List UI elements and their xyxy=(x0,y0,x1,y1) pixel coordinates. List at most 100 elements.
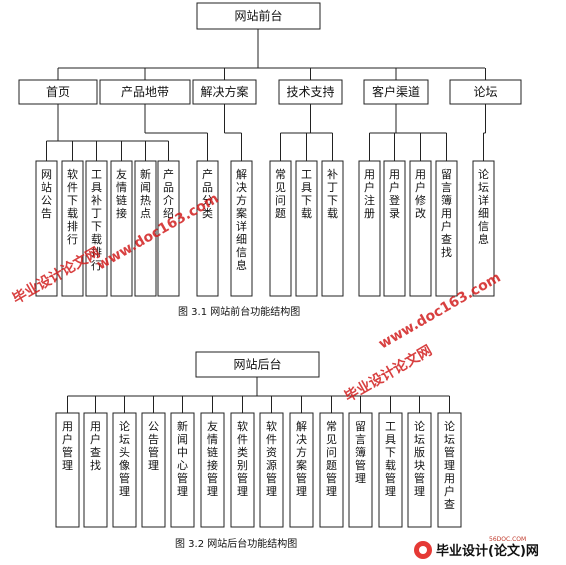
backend-feature-label: 论坛管理用户查 xyxy=(444,419,455,511)
backend-feature-box xyxy=(170,412,195,528)
backend-feature-char: 友 xyxy=(207,419,218,433)
feature-char: 产 xyxy=(163,167,174,181)
backend-feature-char: 找 xyxy=(90,458,101,472)
backend-feature-char: 户 xyxy=(62,432,73,446)
feature-box xyxy=(61,160,84,297)
backend-feature-char: 接 xyxy=(207,459,218,472)
backend-feature-char: 管 xyxy=(355,458,366,472)
backend-feature-char: 管 xyxy=(326,471,337,485)
feature-label: 论坛详细信息 xyxy=(478,167,489,246)
frontend-root-box xyxy=(196,2,321,30)
feature-char: 载 xyxy=(67,207,78,220)
feature-char: 册 xyxy=(364,207,375,220)
feature-char: 用 xyxy=(415,168,426,181)
feature-char: 品 xyxy=(163,181,174,194)
feature-label: 用户修改 xyxy=(415,168,426,220)
group-5-box xyxy=(449,79,522,105)
backend-root-box xyxy=(195,351,320,378)
backend-feature-box xyxy=(437,412,462,528)
feature-char: 链 xyxy=(116,193,127,207)
backend-feature-char: 论 xyxy=(119,419,130,433)
feature-char: 网 xyxy=(41,168,52,181)
feature-char: 具 xyxy=(301,181,312,194)
feature-box xyxy=(196,160,219,297)
backend-feature-box xyxy=(230,412,255,528)
backend-feature-char: 理 xyxy=(296,485,307,498)
backend-feature-label: 常见问题管理 xyxy=(326,420,337,498)
feature-char: 分 xyxy=(202,194,213,207)
feature-char: 软 xyxy=(67,167,78,181)
feature-char: 友 xyxy=(116,167,127,181)
feature-char: 下 xyxy=(301,194,312,207)
backend-feature-char: 闻 xyxy=(177,432,188,446)
feature-char: 息 xyxy=(236,258,247,272)
feature-box xyxy=(321,160,344,297)
feature-box xyxy=(269,160,292,297)
feature-box xyxy=(472,160,495,297)
feature-char: 论 xyxy=(478,167,489,181)
backend-root-label: 网站后台 xyxy=(233,357,281,372)
backend-feature-char: 管 xyxy=(414,471,425,485)
feature-label: 常见问题 xyxy=(275,168,286,220)
backend-feature-char: 理 xyxy=(414,485,425,498)
backend-feature-char: 坛 xyxy=(414,433,425,446)
group-2-box xyxy=(192,79,257,105)
backend-structure-diagram: 网站后台用户管理用户查找论坛头像管理公告管理新闻中心管理友情链接管理软件类别管理… xyxy=(55,351,462,550)
backend-feature-char: 理 xyxy=(326,485,337,498)
backend-feature-char: 软 xyxy=(237,419,248,433)
backend-feature-char: 管 xyxy=(119,471,130,485)
backend-feature-char: 论 xyxy=(444,419,455,433)
backend-feature-char: 像 xyxy=(119,459,130,472)
backend-feature-char: 新 xyxy=(177,419,188,433)
feature-char: 案 xyxy=(236,206,247,220)
feature-char: 绍 xyxy=(163,206,174,220)
backend-feature-label: 工具下载管理 xyxy=(385,420,396,498)
feature-char: 告 xyxy=(41,207,52,220)
feature-label: 友情链接 xyxy=(116,167,127,220)
backend-feature-char: 理 xyxy=(444,459,455,472)
feature-box xyxy=(383,160,406,297)
backend-feature-char: 管 xyxy=(296,471,307,485)
feature-char: 产 xyxy=(202,167,213,181)
backend-feature-char: 用 xyxy=(90,420,101,433)
feature-char: 补 xyxy=(327,168,338,181)
feature-char: 坛 xyxy=(478,181,489,194)
feature-char: 改 xyxy=(415,206,426,220)
feature-char: 工 xyxy=(301,168,312,181)
feature-char: 言 xyxy=(441,181,452,194)
feature-char: 登 xyxy=(389,193,400,207)
backend-feature-char: 源 xyxy=(266,458,277,472)
feature-char: 用 xyxy=(364,168,375,181)
backend-feature-char: 告 xyxy=(148,433,159,446)
feature-char: 注 xyxy=(364,193,375,207)
backend-feature-char: 常 xyxy=(326,420,337,433)
feature-char: 息 xyxy=(478,232,489,246)
backend-feature-char: 理 xyxy=(62,459,73,472)
feature-char: 户 xyxy=(389,180,400,194)
backend-feature-char: 言 xyxy=(355,433,366,446)
backend-feature-label: 友情链接管理 xyxy=(207,419,218,498)
feature-char: 详 xyxy=(478,193,489,207)
feature-box xyxy=(230,160,253,297)
backend-feature-label: 软件资源管理 xyxy=(266,419,277,498)
backend-feature-char: 案 xyxy=(296,458,307,472)
backend-feature-char: 类 xyxy=(237,445,248,459)
backend-feature-char: 坛 xyxy=(119,433,130,446)
feature-char: 下 xyxy=(91,220,102,233)
backend-feature-box xyxy=(407,412,432,528)
backend-feature-char: 理 xyxy=(266,485,277,498)
feature-char: 工 xyxy=(91,168,102,181)
backend-feature-char: 问 xyxy=(326,446,337,459)
backend-feature-char: 户 xyxy=(90,432,101,446)
backend-feature-box xyxy=(55,412,80,528)
footer-logo-icon-center xyxy=(419,546,427,554)
backend-feature-char: 留 xyxy=(355,420,366,433)
feature-char: 行 xyxy=(67,233,78,246)
backend-feature-char: 决 xyxy=(296,433,307,446)
frontend-structure-diagram: 网站前台首页网站公告软件下载排行工具补丁下载排行友情链接新闻热点产品介绍产品地带… xyxy=(18,2,522,318)
backend-feature-char: 载 xyxy=(385,459,396,472)
frontend-caption: 图 3.1 网站前台功能结构图 xyxy=(178,305,300,318)
feature-label: 解决方案详细信息 xyxy=(236,167,247,272)
feature-box xyxy=(409,160,432,297)
feature-box xyxy=(85,160,108,297)
